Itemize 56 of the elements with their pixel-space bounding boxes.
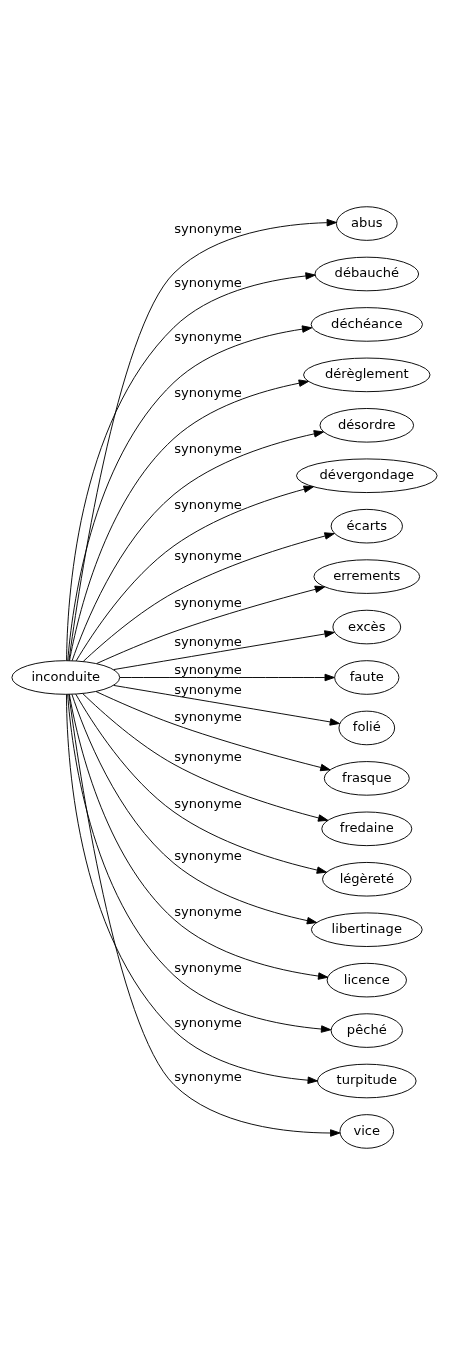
arrow (96, 585, 326, 664)
edge-label: synonyme (174, 384, 242, 400)
arrow (68, 693, 341, 1137)
arrow (119, 673, 335, 682)
edge-label: synonyme (174, 681, 242, 697)
arrow (66, 693, 318, 1084)
node-ellipse: inconduite (11, 660, 121, 695)
node-ellipse: frasque (323, 761, 410, 796)
edge-label: synonyme (174, 708, 242, 724)
arrow (95, 691, 331, 772)
node-ellipse: dérèglement (303, 357, 431, 393)
arrow (66, 272, 316, 661)
node-ellipse: abus (336, 206, 398, 241)
arrow (68, 218, 337, 661)
edge-label: synonyme (174, 221, 242, 237)
arrow (71, 693, 318, 925)
edge-label: synonyme (174, 496, 242, 512)
arrow (113, 684, 340, 726)
node-ellipse: folié (338, 710, 396, 746)
arrow (67, 694, 332, 1033)
node-ellipse: licence (326, 962, 407, 998)
edge-label: synonyme (174, 633, 242, 649)
edge-label: synonyme (174, 548, 242, 563)
edge-label: synonyme (174, 275, 242, 291)
node-ellipse: fredaine (321, 811, 413, 847)
edge-label: synonyme (174, 1015, 242, 1031)
edge-label: synonyme (174, 959, 242, 975)
node-ellipse: vice (339, 1114, 395, 1149)
edge-label: synonyme (174, 661, 242, 677)
node-ellipse: turpitude (317, 1063, 417, 1099)
arrow (67, 325, 313, 662)
arrow (75, 485, 314, 662)
edge-label: synonyme (174, 903, 242, 919)
arrow (75, 693, 327, 874)
node-ellipse: libertinage (310, 912, 423, 947)
node-ellipse: légèreté (322, 861, 412, 897)
node-ellipse: excès (332, 609, 402, 645)
node-ellipse: écarts (330, 508, 403, 544)
arrow (82, 532, 335, 662)
arrow (71, 430, 324, 662)
edge-label: synonyme (174, 594, 242, 610)
arrow (113, 630, 335, 671)
edge-label: synonyme (174, 329, 242, 345)
edge-label: synonyme (174, 796, 242, 812)
node-ellipse: débauché (314, 256, 420, 292)
node-ellipse: désordre (319, 408, 415, 443)
edge-label: synonyme (174, 1069, 242, 1085)
arrow (82, 693, 329, 822)
node-ellipse: déchéance (310, 307, 423, 342)
edge-label: synonyme (174, 440, 242, 456)
edge-label: synonyme (174, 847, 242, 863)
edge-label: synonyme (174, 748, 242, 764)
node-ellipse: faute (334, 660, 400, 695)
arrow (69, 379, 309, 662)
arrow (68, 693, 329, 980)
node-ellipse: pêché (330, 1013, 403, 1048)
